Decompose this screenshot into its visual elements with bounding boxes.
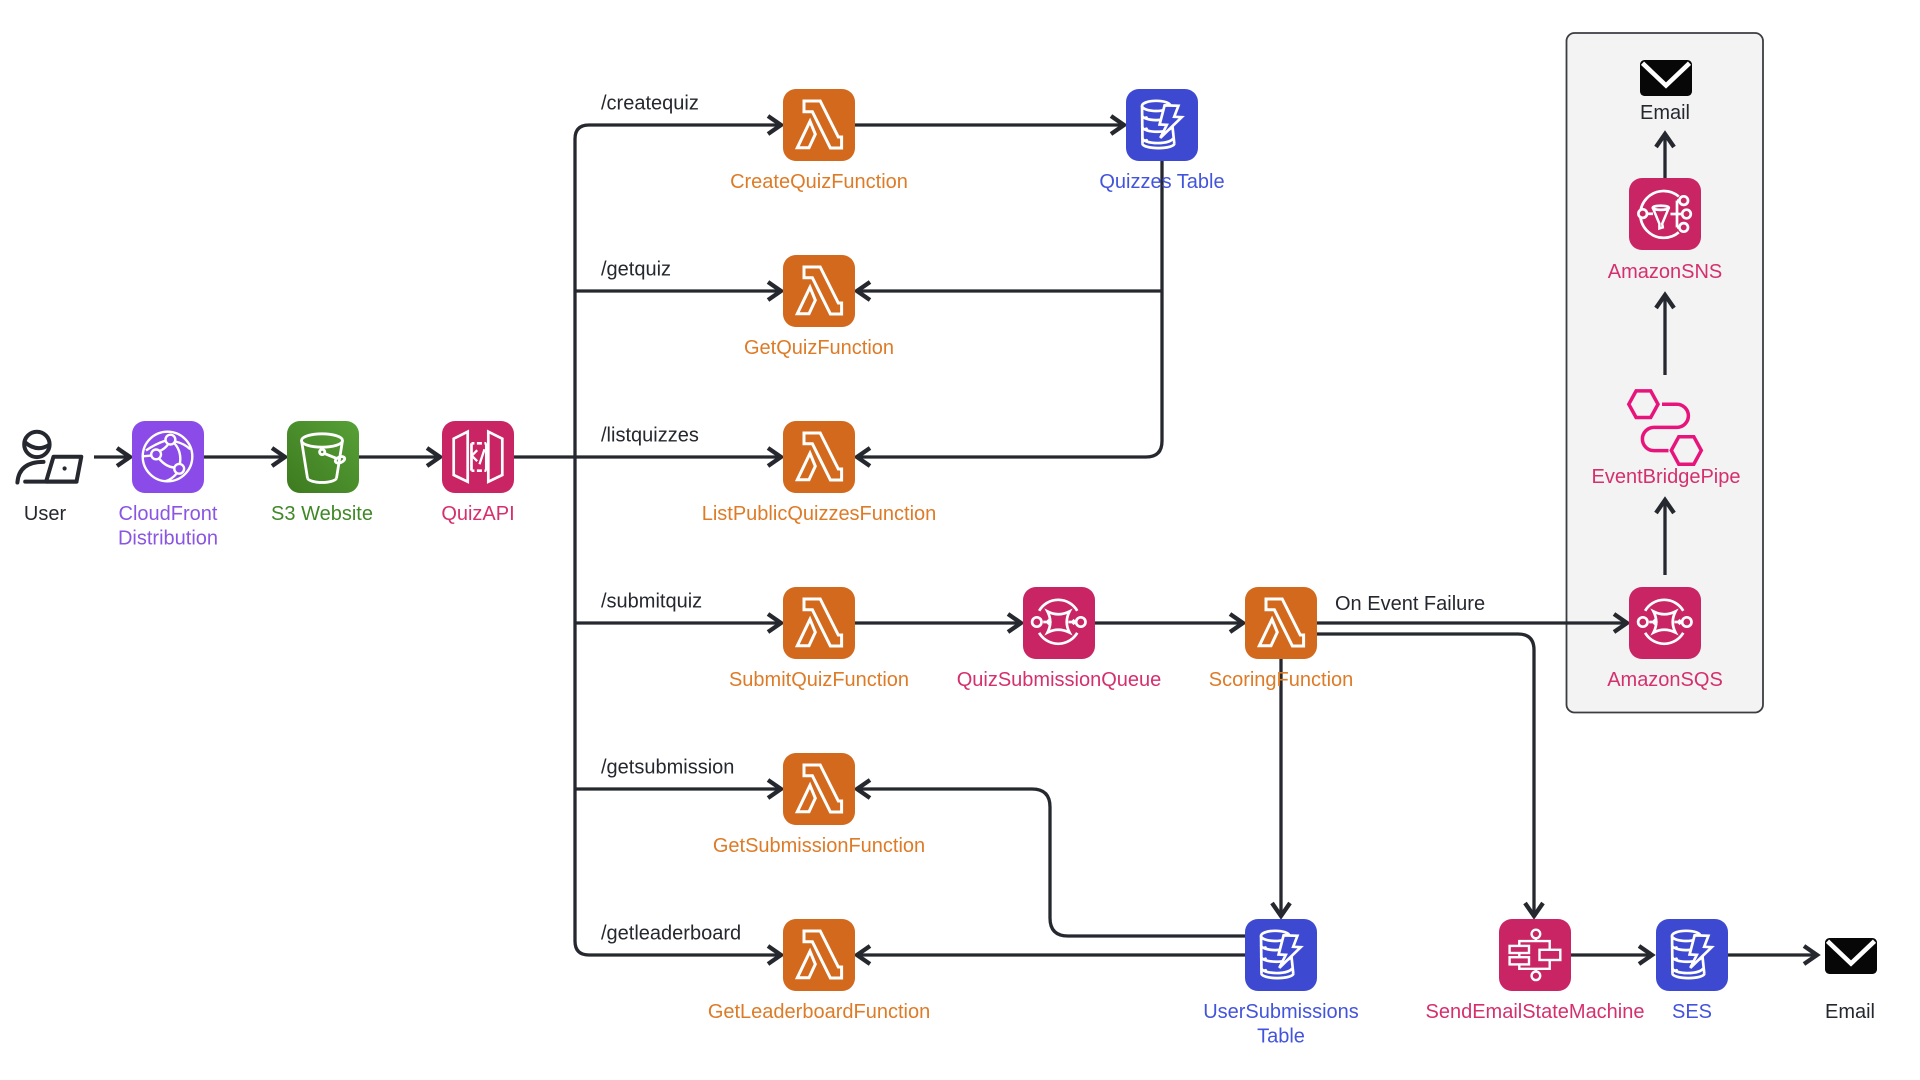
svg-text:SendEmailStateMachine: SendEmailStateMachine <box>1425 1001 1644 1023</box>
svg-text:CreateQuizFunction: CreateQuizFunction <box>730 171 908 193</box>
svg-text:ListPublicQuizzesFunction: ListPublicQuizzesFunction <box>702 503 937 525</box>
svg-text:CloudFront: CloudFront <box>119 503 218 525</box>
svg-text:AmazonSQS: AmazonSQS <box>1607 669 1723 691</box>
svg-text:Email: Email <box>1640 102 1690 124</box>
svg-text:ScoringFunction: ScoringFunction <box>1209 669 1354 691</box>
svg-text:EventBridgePipe: EventBridgePipe <box>1592 466 1741 488</box>
svg-text:/createquiz: /createquiz <box>601 93 699 115</box>
svg-text:Quizzes Table: Quizzes Table <box>1099 171 1224 193</box>
svg-text:On Event Failure: On Event Failure <box>1335 593 1485 615</box>
svg-text:Table: Table <box>1257 1026 1305 1048</box>
svg-text:User: User <box>24 503 67 525</box>
svg-text:/getleaderboard: /getleaderboard <box>601 923 741 945</box>
svg-text:/getquiz: /getquiz <box>601 259 671 281</box>
svg-text:GetSubmissionFunction: GetSubmissionFunction <box>713 835 925 857</box>
svg-text:AmazonSNS: AmazonSNS <box>1608 261 1723 283</box>
svg-text:GetQuizFunction: GetQuizFunction <box>744 337 894 359</box>
svg-text:Email: Email <box>1825 1001 1875 1023</box>
svg-text:QuizSubmissionQueue: QuizSubmissionQueue <box>957 669 1162 691</box>
svg-text:/submitquiz: /submitquiz <box>601 591 702 613</box>
svg-text:UserSubmissions: UserSubmissions <box>1203 1001 1359 1023</box>
svg-text:SubmitQuizFunction: SubmitQuizFunction <box>729 669 909 691</box>
svg-text:GetLeaderboardFunction: GetLeaderboardFunction <box>708 1001 930 1023</box>
svg-text:QuizAPI: QuizAPI <box>441 503 514 525</box>
svg-text:Distribution: Distribution <box>118 528 218 550</box>
svg-text:SES: SES <box>1672 1001 1712 1023</box>
svg-text:/listquizzes: /listquizzes <box>601 425 699 447</box>
svg-text:S3 Website: S3 Website <box>271 503 373 525</box>
svg-text:/getsubmission: /getsubmission <box>601 757 734 779</box>
